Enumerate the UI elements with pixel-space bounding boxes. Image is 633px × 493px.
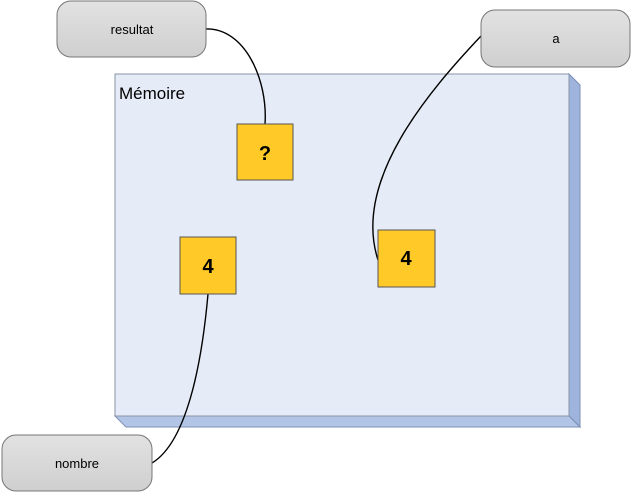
memory-cell-resultat: ? (236, 123, 294, 181)
memory-block-side (568, 72, 581, 429)
memory-cell-nombre: 4 (179, 236, 237, 295)
variable-name: resultat (111, 22, 154, 37)
variable-label-a: a (480, 9, 631, 68)
variable-name: a (552, 31, 560, 46)
connector-a (372, 35, 482, 261)
variable-label-nombre: nombre (1, 434, 153, 492)
memory-cell-a: 4 (377, 229, 436, 288)
memory-label: Mémoire (119, 84, 185, 103)
variable-label-resultat: resultat (56, 0, 207, 58)
cell-value: 4 (202, 256, 214, 278)
cell-value: 4 (400, 248, 412, 270)
cell-value: ? (259, 143, 271, 165)
connector-nombre (151, 293, 209, 464)
variable-name: nombre (55, 456, 99, 471)
connector-resultat (205, 28, 266, 125)
